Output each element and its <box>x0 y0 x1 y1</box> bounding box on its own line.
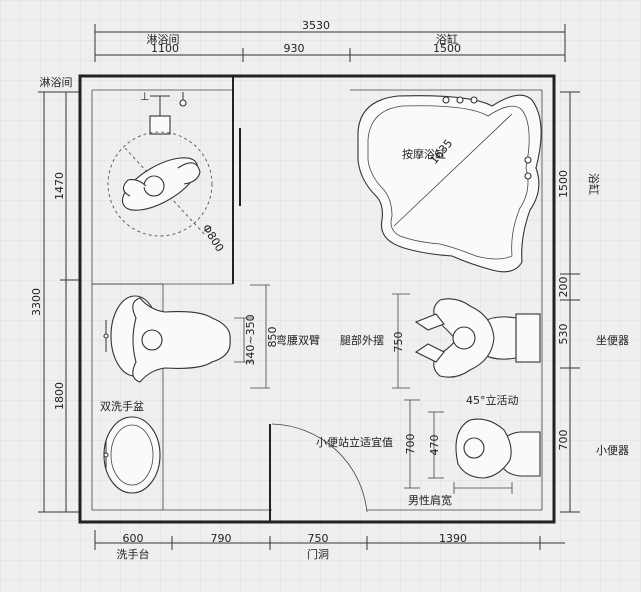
top-dimensions: 3530 1100 930 1500 淋浴间 浴缸 <box>94 19 566 62</box>
dim-total-width: 3530 <box>302 19 330 32</box>
dim-top-1: 1100 <box>151 42 179 55</box>
label-top-tub: 浴缸 <box>436 32 458 46</box>
massage-bathtub <box>357 94 542 273</box>
label-right-toilet: 坐便器 <box>596 334 629 347</box>
label-bottom-sink: 洗手台 <box>117 547 150 561</box>
dim-bottom-4: 1390 <box>439 532 467 545</box>
dim-leg-swing: 750 <box>392 332 405 353</box>
label-right-tub: 浴缸 <box>587 173 601 195</box>
dim-urinal-inner: 470 <box>428 435 441 456</box>
label-left-shower: 淋浴间 <box>40 76 73 89</box>
bottom-dimensions: 600 790 750 1390 洗手台 门洞 <box>94 530 565 561</box>
label-urinal-stand: 小便站立适宜值 <box>316 435 393 449</box>
shower-person-head <box>143 175 165 197</box>
room-walls <box>78 74 556 524</box>
dim-total-height: 3300 <box>30 288 43 316</box>
bending-person <box>132 297 231 383</box>
dim-bottom-2: 790 <box>211 532 232 545</box>
dim-right-4: 700 <box>557 430 570 451</box>
label-double-basin: 双洗手盆 <box>100 399 144 413</box>
label-leg-swing: 腿部外摆 <box>340 333 384 347</box>
dim-top-2: 930 <box>284 42 305 55</box>
dim-right-1: 1500 <box>557 170 570 198</box>
dim-right-2: 200 <box>557 277 570 298</box>
label-massage-tub: 按摩浴缸 <box>402 147 446 161</box>
left-dimensions: 3300 1470 1800 淋浴间 <box>30 76 80 513</box>
sink-basin-lower <box>103 416 161 494</box>
shower-head-icon <box>179 99 187 107</box>
dim-left-1: 1470 <box>53 172 66 200</box>
label-top-shower: 淋浴间 <box>147 33 180 46</box>
label-right-urinal: 小便器 <box>596 444 629 457</box>
dim-left-2: 1800 <box>53 382 66 410</box>
label-bend-arms: 弯腰双臂 <box>276 333 320 347</box>
dim-bottom-3: 750 <box>308 532 329 545</box>
dim-top-3: 1500 <box>433 42 461 55</box>
dim-urinal-depth: 700 <box>404 434 417 455</box>
label-bottom-door: 门洞 <box>307 547 329 561</box>
label-shoulder-width: 男性肩宽 <box>408 493 452 507</box>
dim-bottom-1: 600 <box>123 532 144 545</box>
dim-right-3: 530 <box>557 324 570 345</box>
label-turn45: 45°立活动 <box>466 393 519 407</box>
svg-text:⊥: ⊥ <box>140 90 150 103</box>
urinal-area: 45°立活动 700 470 小便站立适宜值 男性肩宽 <box>316 393 541 507</box>
right-dimensions: 1500 200 530 700 浴缸 坐便器 小便器 <box>557 91 629 513</box>
shower-clearance-circle <box>107 131 213 237</box>
toilet-area: 750 腿部外摆 <box>340 293 541 389</box>
dim-hip-width: 340~350 <box>244 314 257 365</box>
double-sink-area: 双洗手盆 340~350 850 弯腰双臂 <box>100 284 320 494</box>
massage-bathtub-area: 1635 按摩浴缸 <box>357 94 542 273</box>
toilet-tank <box>515 313 541 363</box>
dim-basin-depth: 850 <box>266 327 279 348</box>
shower-valve <box>149 115 171 135</box>
